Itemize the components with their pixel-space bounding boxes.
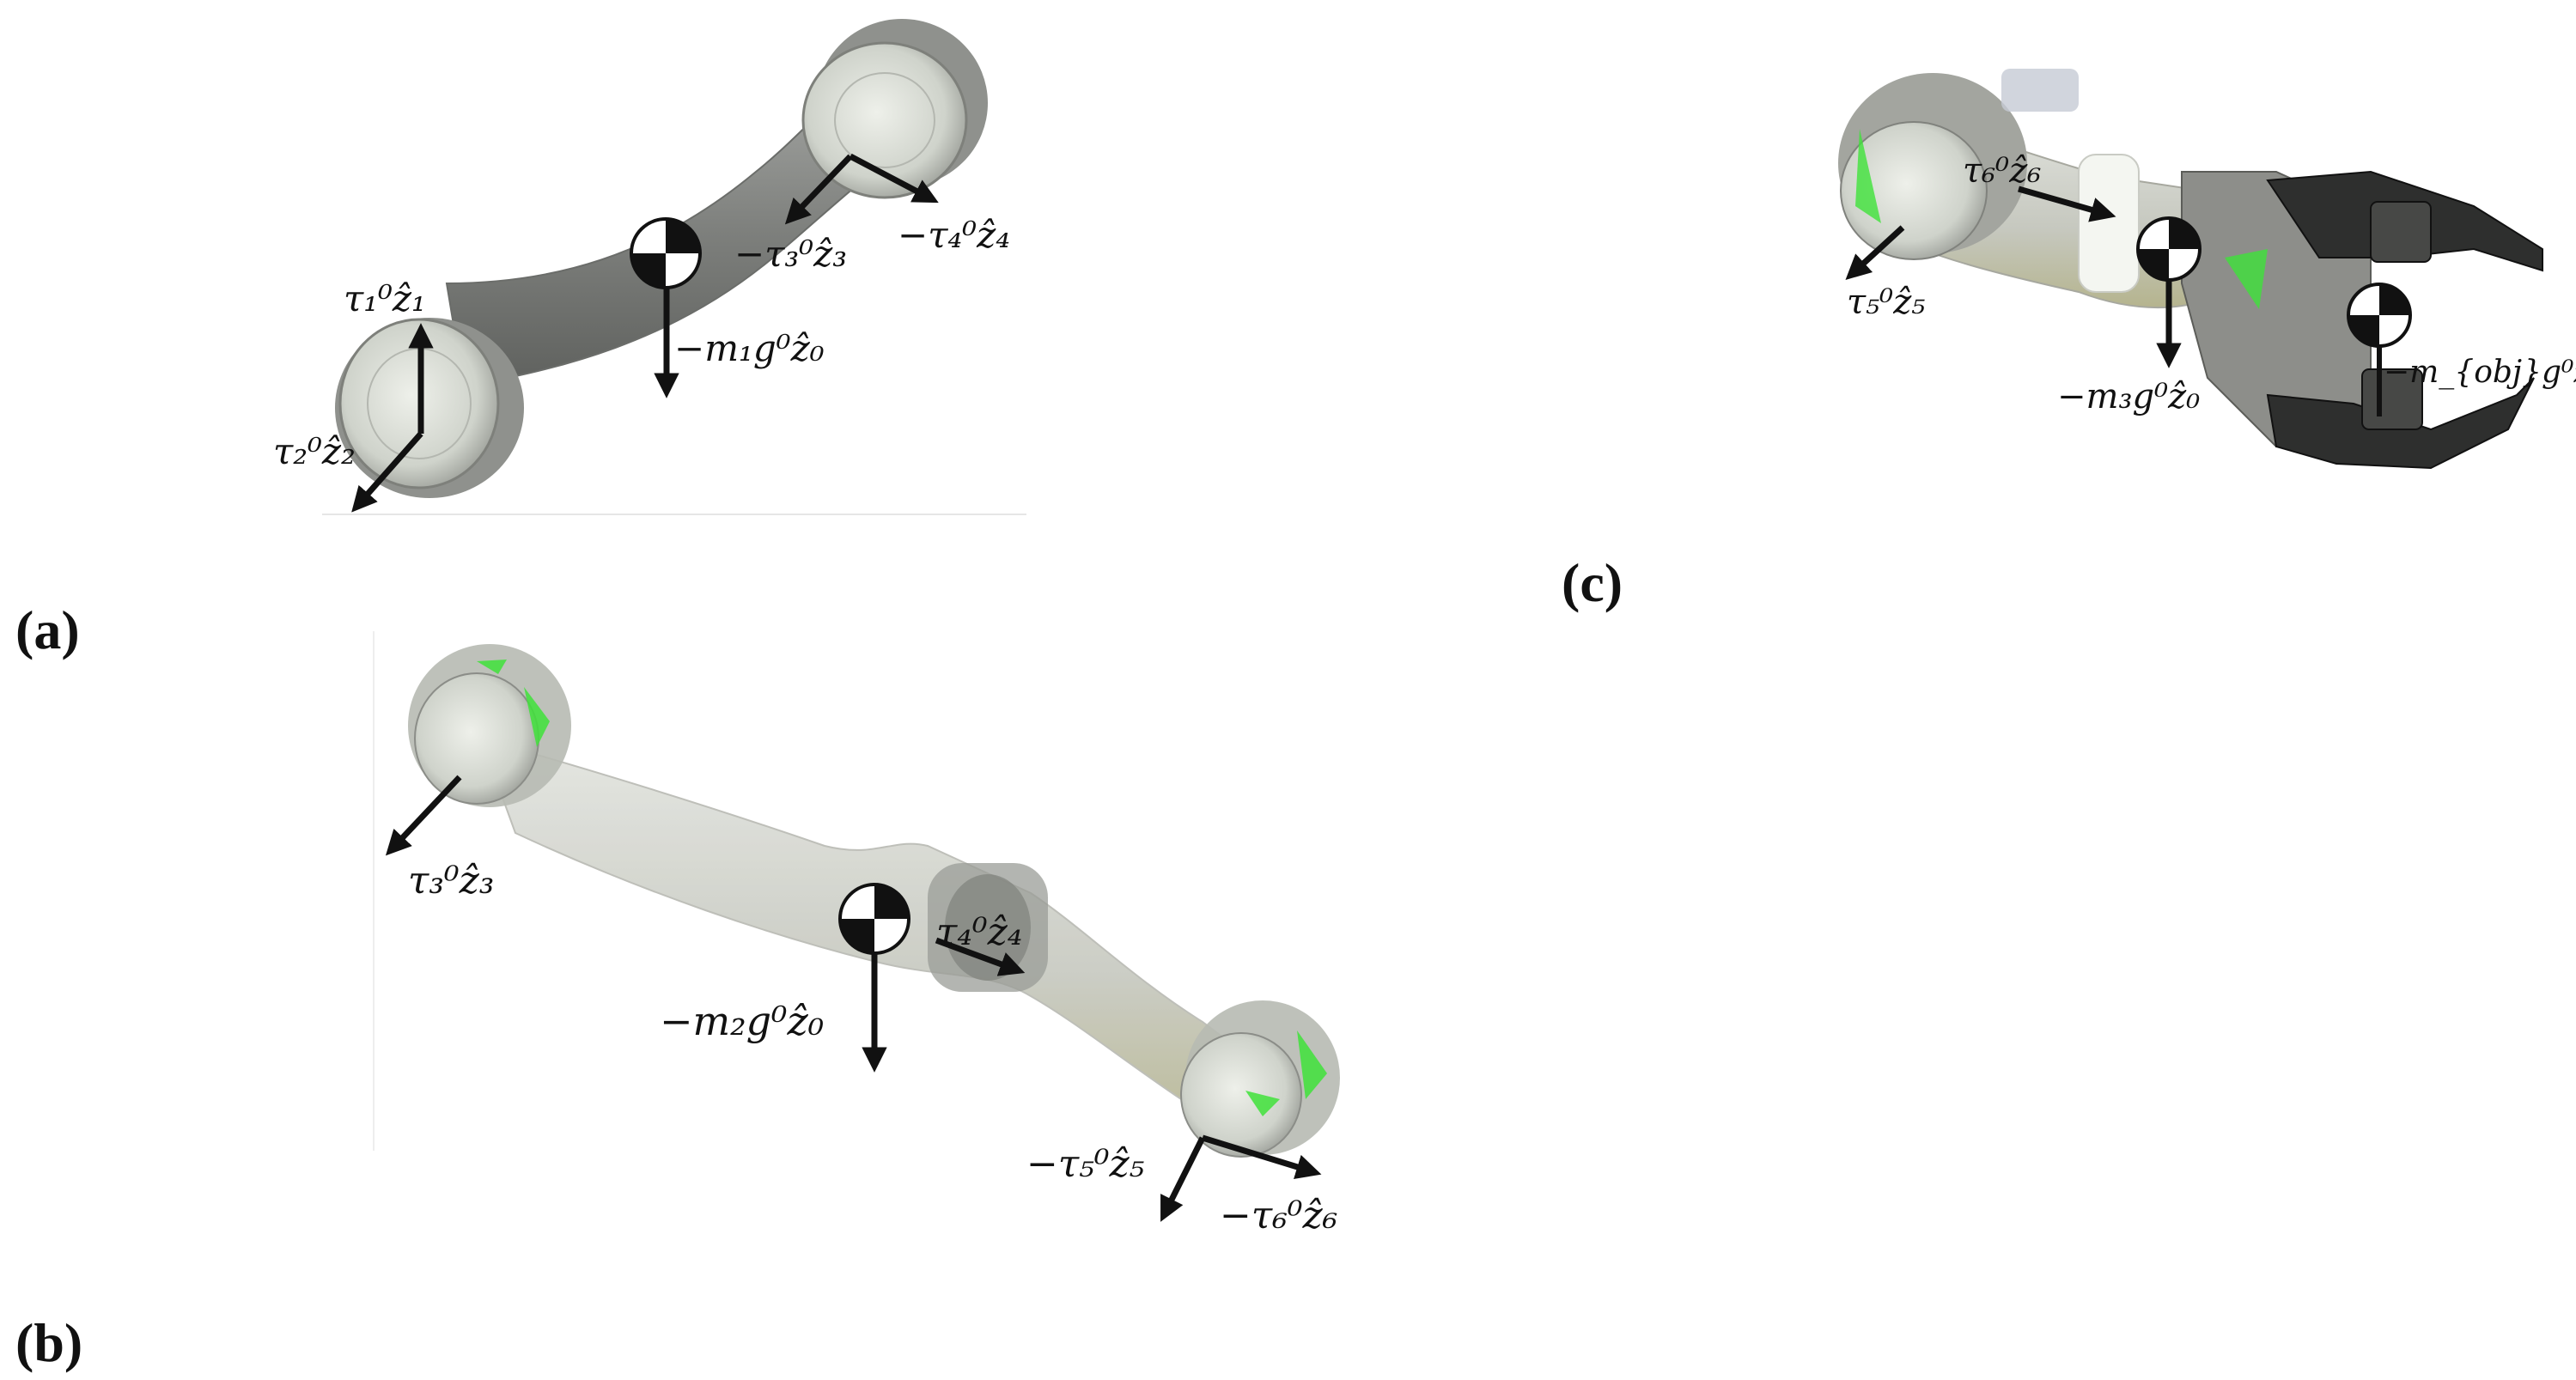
center-of-mass-1 xyxy=(630,217,702,289)
joint-2-housing xyxy=(801,19,988,199)
joint-5-housing xyxy=(1180,1000,1340,1158)
label-tau4-b: τ₄⁰ẑ₄ xyxy=(936,910,1022,954)
panel-label-a: (a) xyxy=(15,599,80,660)
wrist-ring xyxy=(2078,154,2140,293)
tau4-arrow-a xyxy=(849,153,939,204)
tau6-arrow xyxy=(1201,1134,1322,1179)
gripper-fingers xyxy=(2266,170,2543,470)
panel-c: τ₆⁰ẑ₆ τ₅⁰ẑ₅ −m₃g⁰ẑ₀ −m_{obj}g⁰ẑ₀ (c) xyxy=(1562,69,2576,613)
joint-1-housing xyxy=(335,318,524,498)
center-of-mass-3 xyxy=(2136,216,2201,282)
joint-5-housing-c xyxy=(1838,69,2079,260)
tau5-arrow xyxy=(1160,1136,1206,1222)
label-tau3-b: τ₃⁰ẑ₃ xyxy=(408,859,494,903)
tau5-arrow-c xyxy=(1845,225,1905,280)
label-weight-m1: −m₁g⁰ẑ₀ xyxy=(674,327,825,369)
tau3-arrow-b xyxy=(385,775,462,856)
tau6-arrow-c xyxy=(2018,185,2116,222)
panel-b: τ₃⁰ẑ₃ τ₄⁰ẑ₄ −m₂g⁰ẑ₀ −τ₅⁰ẑ₅ −τ₆⁰ẑ₆ (b) xyxy=(15,631,1340,1373)
label-neg-tau3: −τ₃⁰ẑ₃ xyxy=(734,233,847,275)
label-tau2: τ₂⁰ẑ₂ xyxy=(273,430,356,472)
tau2-arrow xyxy=(351,431,423,513)
panel-label-b: (b) xyxy=(15,1312,82,1373)
label-tau1: τ₁⁰ẑ₁ xyxy=(344,277,426,319)
label-weight-mobj: −m_{obj}g⁰ẑ₀ xyxy=(2384,355,2576,390)
tau4-arrow-b xyxy=(935,937,1026,976)
panel-label-c: (c) xyxy=(1562,552,1623,613)
label-tau5-c: τ₅⁰ẑ₅ xyxy=(1847,283,1925,322)
joint-3-housing xyxy=(408,644,571,807)
center-of-mass-object xyxy=(2347,283,2412,348)
label-neg-tau5: −τ₅⁰ẑ₅ xyxy=(1026,1142,1145,1186)
panel-a: τ₁⁰ẑ₁ τ₂⁰ẑ₂ −τ₃⁰ẑ₃ −τ₄⁰ẑ₄ −m₁g⁰ẑ₀ (a) xyxy=(15,19,1026,660)
tau3-arrow-a xyxy=(784,154,853,225)
label-weight-m2: −m₂g⁰ẑ₀ xyxy=(660,998,824,1044)
label-neg-tau6: −τ₆⁰ẑ₆ xyxy=(1220,1194,1337,1237)
label-neg-tau4: −τ₄⁰ẑ₄ xyxy=(898,214,1010,256)
label-tau6-c: τ₆⁰ẑ₆ xyxy=(1963,151,2041,191)
label-weight-m3: −m₃g⁰ẑ₀ xyxy=(2057,377,2200,416)
center-of-mass-2 xyxy=(838,883,910,955)
